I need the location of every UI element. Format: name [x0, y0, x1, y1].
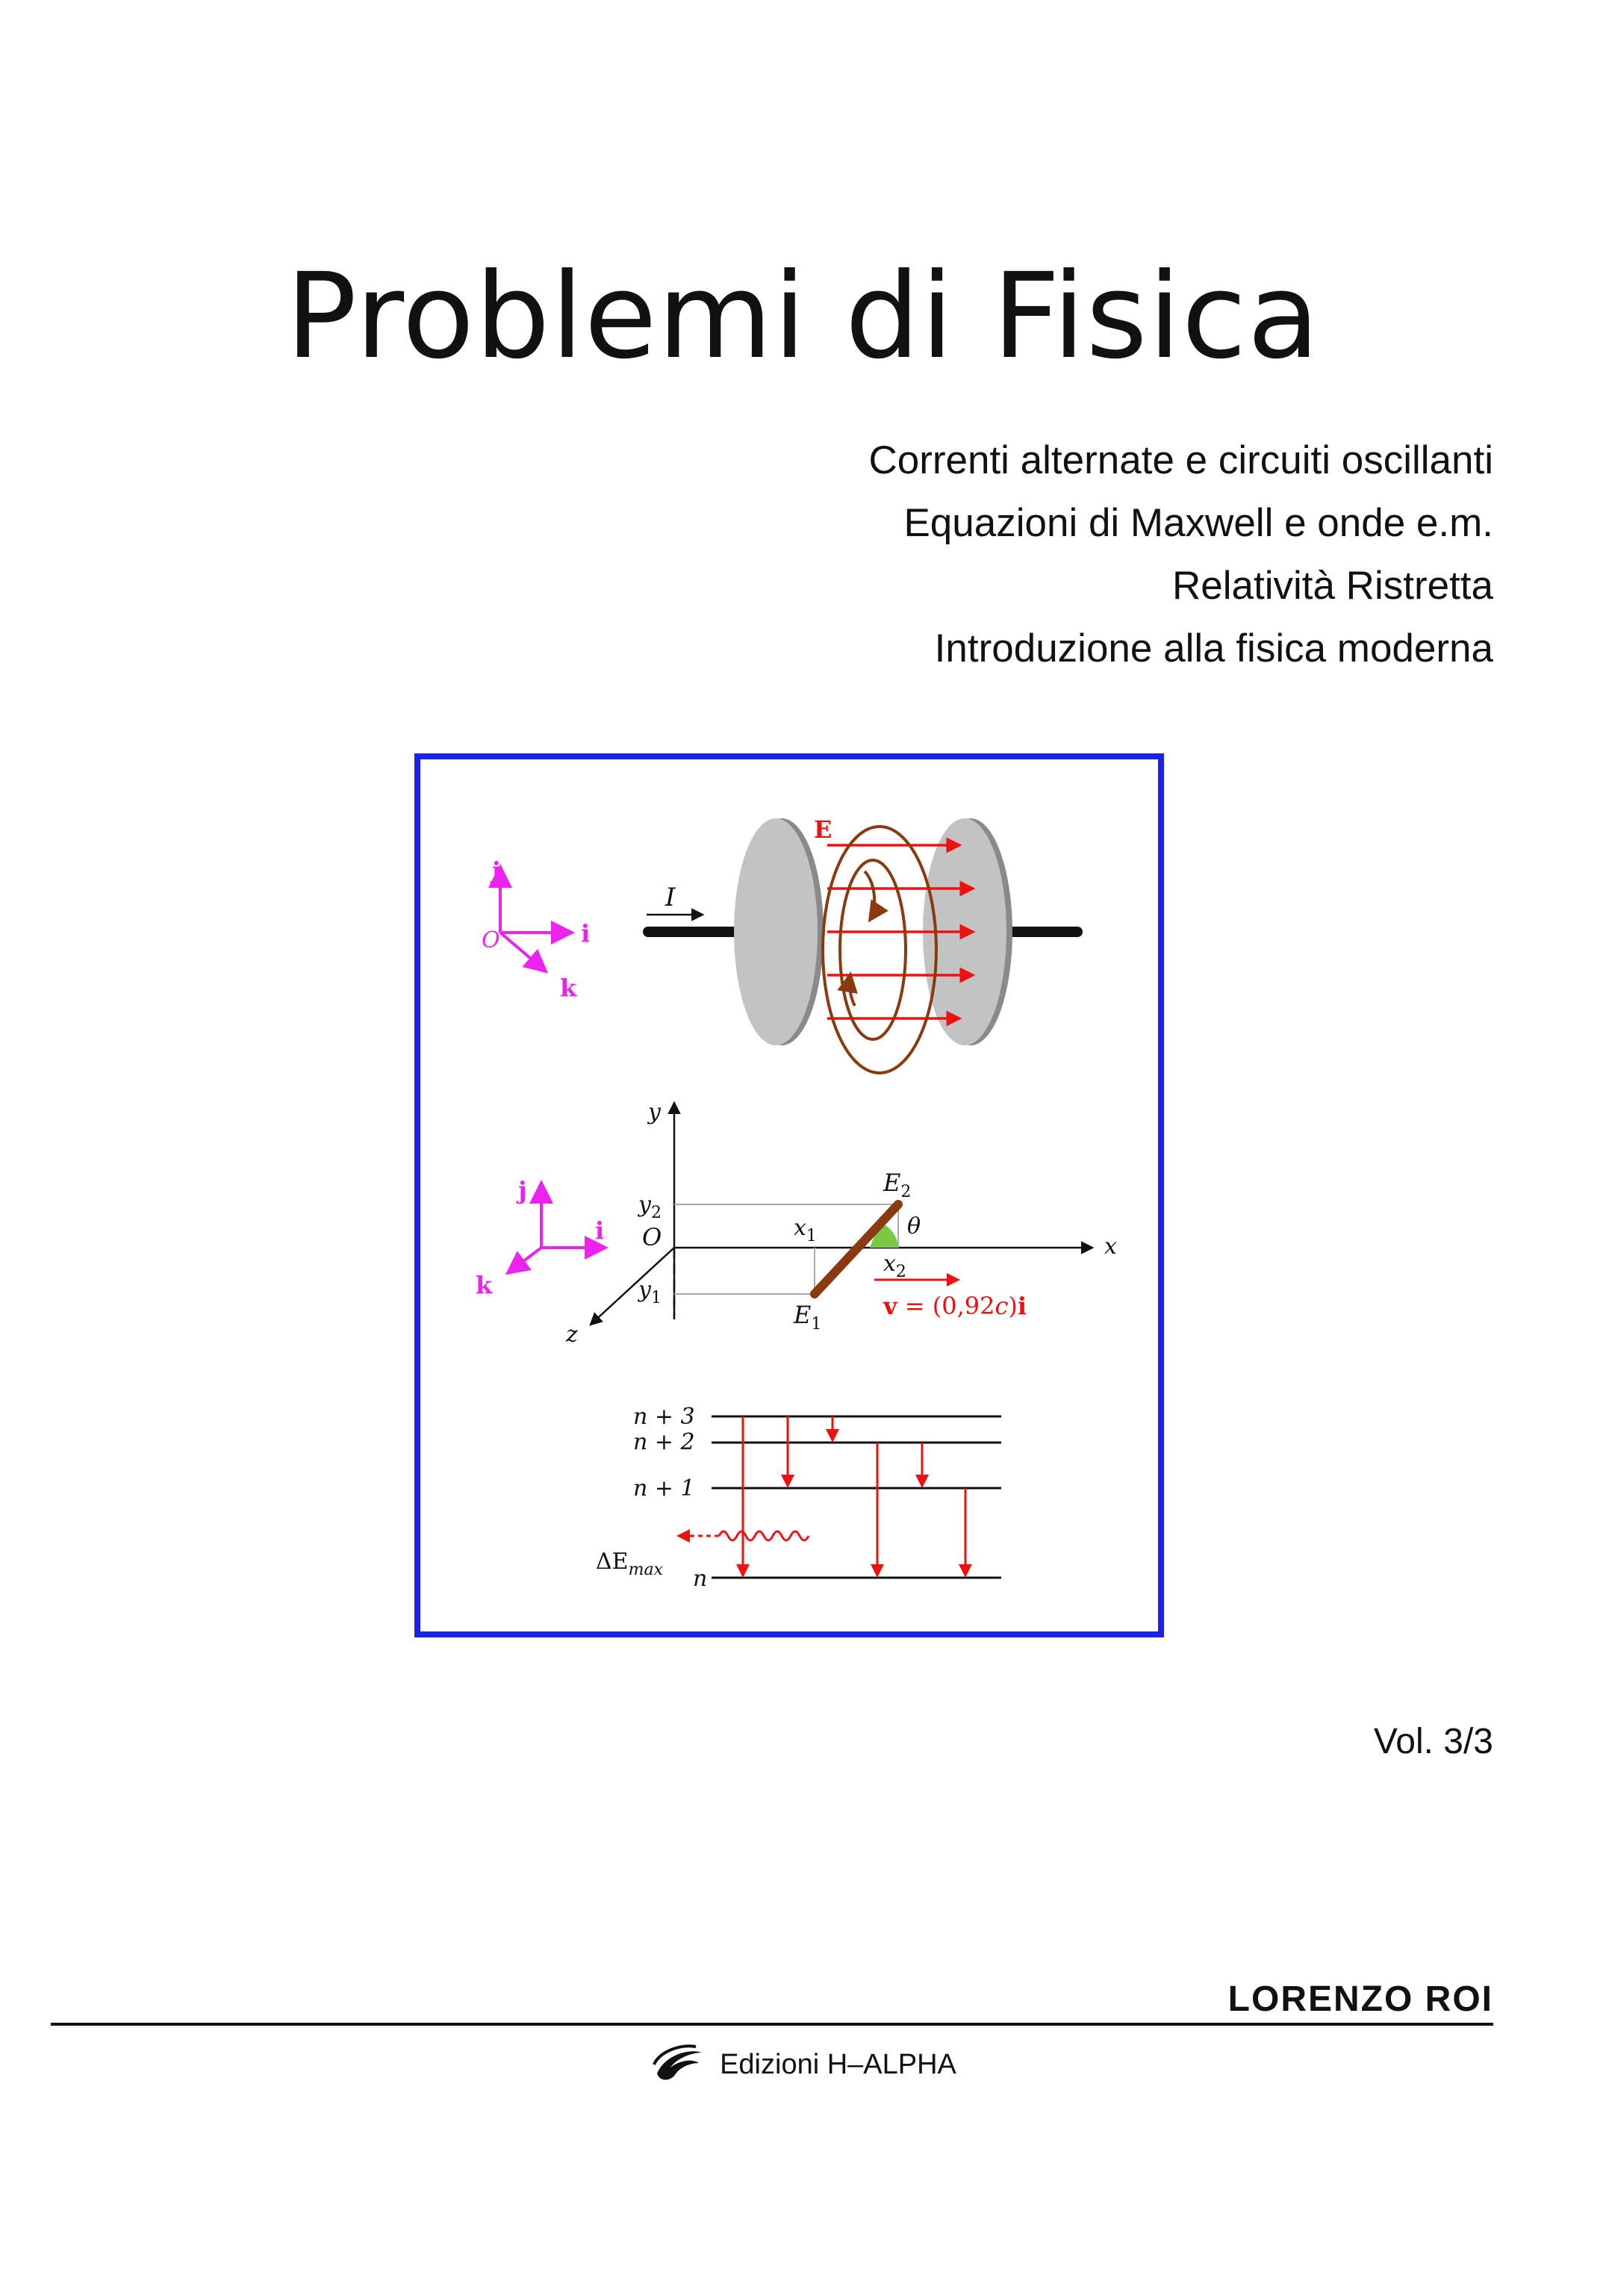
y2-label: y2	[637, 1192, 662, 1222]
velocity-label: v = (0,92c)i	[883, 1292, 1027, 1320]
cap-axis-i: i	[581, 919, 590, 948]
level-n: n	[693, 1566, 707, 1592]
cover-figure: j O i k I	[476, 815, 1117, 1592]
y-axis-label: y	[647, 1099, 662, 1125]
x-axis-label: x	[1104, 1233, 1117, 1260]
book-title: Problemi di Fisica	[285, 248, 1321, 385]
rod-axis-j: j	[516, 1176, 527, 1204]
magnetic-field-loops	[821, 825, 938, 1074]
current-label: I	[665, 883, 676, 912]
rod-origin-label: O	[642, 1223, 662, 1251]
e1-label: E1	[793, 1301, 821, 1334]
subtitle-1: Correnti alternate e circuiti oscillanti	[868, 438, 1493, 482]
x1-label: x1	[794, 1215, 817, 1245]
rod-axis-k: k	[476, 1271, 493, 1299]
subtitle-2: Equazioni di Maxwell e onde e.m.	[903, 501, 1493, 545]
energy-levels-diagram: n + 3 n + 2 n + 1 n ΔEmax	[596, 1404, 1001, 1592]
z-axis-label: z	[565, 1322, 578, 1348]
x2-label: x2	[883, 1251, 906, 1281]
left-plate	[734, 818, 824, 1045]
e2-label: E2	[883, 1169, 911, 1201]
publisher: Edizioni H–ALPHA	[0, 2042, 1606, 2094]
rod-diagram: j i k y x z O y2	[476, 1099, 1117, 1348]
cap-axis-origin: O	[482, 927, 500, 953]
cap-axis-j: j	[490, 856, 501, 885]
rod-axis-i: i	[595, 1216, 604, 1245]
cap-axis-k: k	[560, 974, 577, 1002]
subtitle-4: Introduzione alla fisica moderna	[934, 626, 1493, 671]
volume-label: Vol. 3/3	[1373, 1722, 1493, 1761]
publisher-logo-icon	[653, 2044, 703, 2080]
level-n1: n + 1	[633, 1475, 695, 1502]
subtitle-3: Relatività Ristretta	[1171, 564, 1493, 608]
cover-figure-frame: j O i k I	[414, 753, 1164, 1637]
publisher-name: Edizioni H–ALPHA	[720, 2048, 956, 2080]
delta-e-max-label: ΔEmax	[596, 1549, 664, 1579]
capacitor-axes: j O i k	[482, 856, 590, 1002]
level-n2: n + 2	[633, 1429, 695, 1455]
author-name: LORENZO ROI	[1227, 1979, 1493, 2019]
field-label: E	[814, 815, 832, 844]
capacitor-diagram: j O i k I	[482, 815, 1083, 1074]
theta-angle	[870, 1222, 898, 1248]
subtitle-list: Correnti alternate e circuiti oscillanti…	[868, 429, 1493, 680]
theta-label: θ	[907, 1213, 921, 1239]
transition-arrows	[736, 1416, 972, 1578]
y1-label: y1	[637, 1277, 662, 1307]
photon-wave	[718, 1530, 810, 1542]
level-n3: n + 3	[633, 1404, 695, 1430]
bottom-rule	[51, 2023, 1493, 2026]
rod-small-axes: j i k	[476, 1176, 609, 1299]
moving-rod	[810, 1200, 903, 1298]
